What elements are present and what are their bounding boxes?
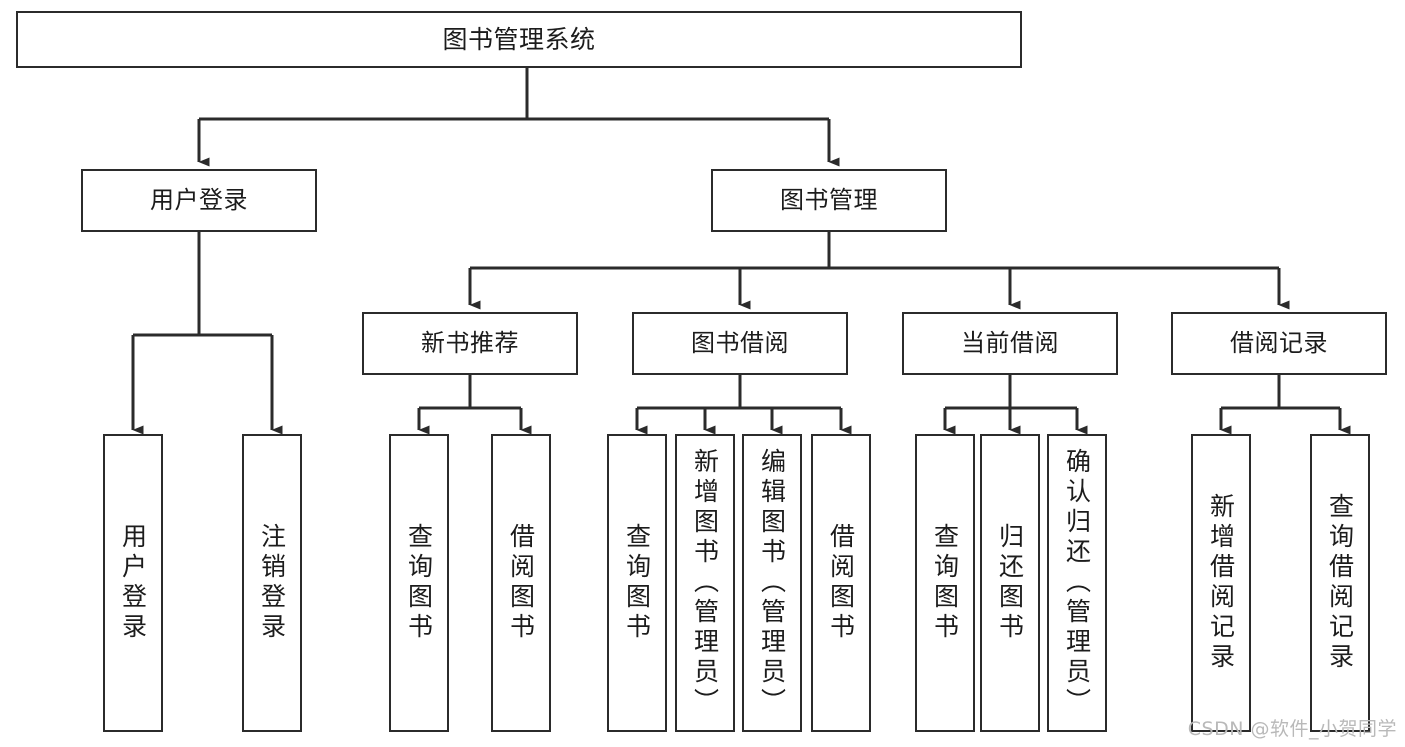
node-label: 编辑图书（管理员） — [757, 448, 787, 718]
leaf-current-borrow-return-book[interactable]: 归还图书 — [980, 434, 1040, 732]
leaf-book-borrow-edit-book-admin[interactable]: 编辑图书（管理员） — [742, 434, 802, 732]
leaf-new-book-borrow-book[interactable]: 借阅图书 — [491, 434, 551, 732]
node-label: 用户登录 — [150, 186, 248, 215]
node-label: 新增图书（管理员） — [690, 448, 720, 718]
node-label: 确认归还（管理员） — [1062, 448, 1092, 718]
csdn-watermark: CSDN @软件_小贺同学 — [1187, 718, 1397, 740]
node-label: 借阅图书 — [826, 523, 856, 643]
node-book-borrow[interactable]: 图书借阅 — [632, 312, 848, 375]
leaf-book-borrow-add-book-admin[interactable]: 新增图书（管理员） — [675, 434, 735, 732]
node-label: 图书管理 — [780, 186, 878, 215]
node-label: 新书推荐 — [421, 329, 519, 358]
leaf-new-book-query-book[interactable]: 查询图书 — [389, 434, 449, 732]
node-label: 查询图书 — [404, 523, 434, 643]
node-label: 图书管理系统 — [442, 24, 596, 54]
leaf-user-login[interactable]: 用户登录 — [103, 434, 163, 732]
node-label: 查询借阅记录 — [1325, 493, 1355, 673]
node-label: 借阅图书 — [506, 523, 536, 643]
node-label: 新增借阅记录 — [1206, 493, 1236, 673]
leaf-logout[interactable]: 注销登录 — [242, 434, 302, 732]
leaf-current-borrow-query-book[interactable]: 查询图书 — [915, 434, 975, 732]
node-book-management[interactable]: 图书管理 — [711, 169, 947, 232]
leaf-current-borrow-confirm-return-admin[interactable]: 确认归还（管理员） — [1047, 434, 1107, 732]
leaf-book-borrow-query-book[interactable]: 查询图书 — [607, 434, 667, 732]
node-label: 当前借阅 — [961, 329, 1059, 358]
node-label: 图书借阅 — [691, 329, 789, 358]
leaf-book-borrow-borrow-book[interactable]: 借阅图书 — [811, 434, 871, 732]
node-label: 查询图书 — [622, 523, 652, 643]
leaf-borrow-record-add-record[interactable]: 新增借阅记录 — [1191, 434, 1251, 732]
node-user-login[interactable]: 用户登录 — [81, 169, 317, 232]
node-label: 借阅记录 — [1230, 329, 1328, 358]
node-label: 查询图书 — [930, 523, 960, 643]
node-book-management-system[interactable]: 图书管理系统 — [16, 11, 1022, 68]
node-current-borrow[interactable]: 当前借阅 — [902, 312, 1118, 375]
node-label: 用户登录 — [118, 523, 148, 643]
node-label: 注销登录 — [257, 523, 287, 643]
node-borrow-record[interactable]: 借阅记录 — [1171, 312, 1387, 375]
leaf-borrow-record-query-record[interactable]: 查询借阅记录 — [1310, 434, 1370, 732]
node-label: 归还图书 — [995, 523, 1025, 643]
node-new-book-recommend[interactable]: 新书推荐 — [362, 312, 578, 375]
